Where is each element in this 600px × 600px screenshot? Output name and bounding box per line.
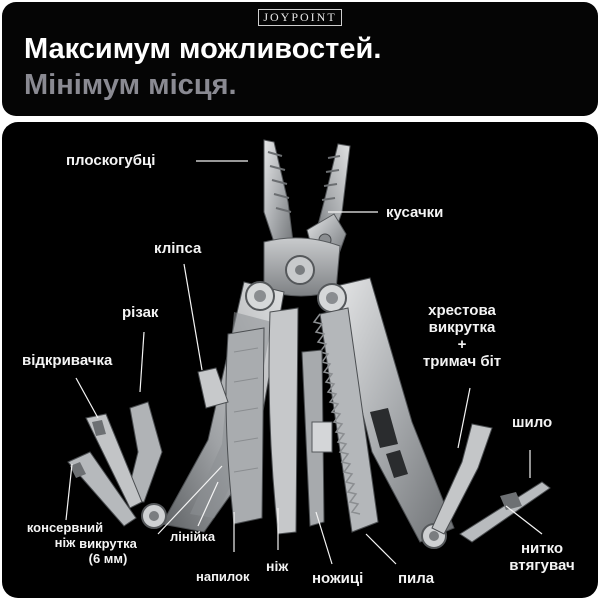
file-blade bbox=[225, 327, 265, 525]
headline-primary: Максимум можливостей. bbox=[24, 33, 382, 65]
right-tools bbox=[431, 423, 551, 543]
label-cutter-small: різак bbox=[122, 304, 159, 321]
label-saw: пила bbox=[398, 570, 435, 587]
saw-blade bbox=[312, 307, 379, 533]
label-threader-line2: втягувач bbox=[509, 557, 575, 574]
label-cutters: кусачки bbox=[386, 204, 444, 221]
label-can-knife-line2: ніж bbox=[54, 535, 76, 550]
label-threader-line1: нитко bbox=[520, 540, 564, 557]
label-pliers: плоскогубці bbox=[66, 152, 156, 169]
label-ruler: лінійка bbox=[170, 529, 216, 544]
label-awl: шило bbox=[512, 414, 553, 431]
label-can-knife-line1: консервний bbox=[26, 520, 104, 535]
knife-blade bbox=[268, 307, 299, 535]
label-clip: кліпса bbox=[154, 240, 202, 257]
label-knife: ніж bbox=[266, 558, 289, 574]
brand-logo: JOYPOINT bbox=[2, 8, 598, 26]
label-phillips: хрестова викрутка + тримач біт bbox=[416, 302, 508, 370]
label-file: напилок bbox=[196, 569, 250, 584]
right-handle bbox=[317, 277, 455, 549]
label-screwdriver: викрутка (6 мм) bbox=[66, 536, 150, 566]
label-scissors: ножиці bbox=[312, 570, 364, 587]
label-phillips-line2: викрутка bbox=[428, 319, 496, 336]
label-phillips-plus: + bbox=[457, 336, 467, 353]
label-screwdriver-line2: (6 мм) bbox=[88, 551, 128, 566]
label-opener: відкривачка bbox=[22, 352, 113, 369]
label-screwdriver-line1: викрутка bbox=[79, 536, 137, 551]
scissors-blade bbox=[301, 349, 333, 527]
brand-text: JOYPOINT bbox=[258, 9, 342, 26]
label-phillips-line1: хрестова bbox=[428, 302, 496, 319]
label-phillips-line3: тримач біт bbox=[422, 353, 502, 370]
pliers-jaws bbox=[263, 139, 351, 297]
product-card: плоскогубці кусачки кліпса різак відкрив… bbox=[2, 122, 598, 598]
label-threader: нитко втягувач bbox=[502, 540, 582, 574]
left-tools bbox=[67, 367, 229, 527]
header-card: JOYPOINT Максимум можливостей. Мінімум м… bbox=[2, 2, 598, 116]
label-can-knife: консервний ніж bbox=[22, 520, 108, 550]
headline-secondary: Мінімум місця. bbox=[24, 69, 237, 101]
